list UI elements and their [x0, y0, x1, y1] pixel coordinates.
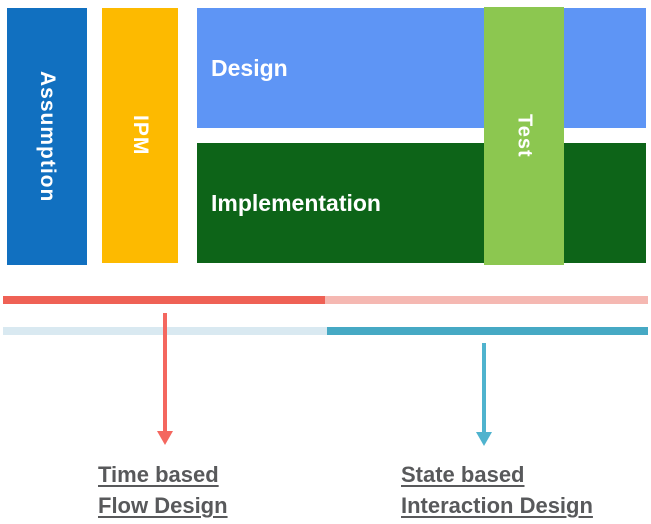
time-based-note-line2: Flow Design — [98, 493, 228, 518]
time-strip-faded-segment — [325, 296, 648, 304]
time-strip-solid-segment — [3, 296, 325, 304]
state-strip-solid-segment — [327, 327, 648, 335]
state-based-strip — [3, 327, 648, 335]
design-bar: Design — [197, 8, 646, 128]
test-bar: Test — [484, 7, 564, 265]
time-based-note-line1: Time based — [98, 462, 219, 487]
assumption-bar: Assumption — [7, 8, 87, 265]
test-label: Test — [513, 114, 536, 158]
time-based-flow-design-note: Time based Flow Design — [98, 459, 228, 521]
ipm-label: IPM — [129, 115, 152, 156]
assumption-label: Assumption — [36, 70, 59, 203]
state-based-note-line1: State based — [401, 462, 525, 487]
state-based-arrow-icon — [476, 343, 492, 446]
design-label: Design — [211, 54, 288, 81]
implementation-label: Implementation — [211, 189, 381, 216]
state-based-note-line2: Interaction Design — [401, 493, 593, 518]
implementation-bar: Implementation — [197, 143, 646, 263]
time-based-strip — [3, 296, 648, 304]
time-based-arrow-icon — [157, 313, 173, 445]
state-based-interaction-design-note: State based Interaction Design — [401, 459, 593, 521]
ipm-bar: IPM — [102, 8, 178, 263]
